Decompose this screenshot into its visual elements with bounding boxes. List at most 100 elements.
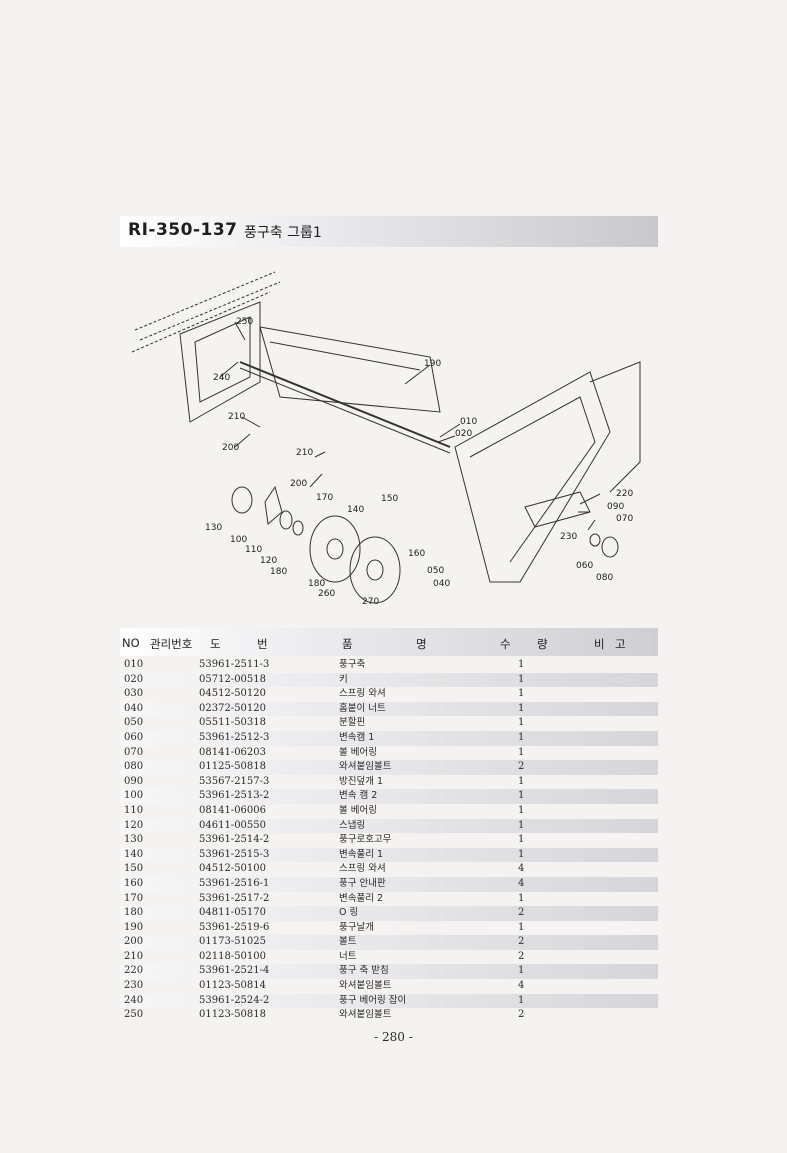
- diagram-callouts: 250 240 190 210 200 210 200 010 020 130 …: [205, 317, 633, 607]
- part-qty: 2: [518, 761, 525, 773]
- callout-label: 160: [408, 549, 425, 559]
- part-ref-no: 030: [124, 688, 144, 700]
- part-number: 04811-05170: [199, 907, 267, 919]
- part-name: 풍구날개: [339, 921, 374, 933]
- part-ref-no: 250: [124, 1009, 144, 1021]
- part-name: 와셔붙임볼트: [339, 761, 392, 773]
- part-ref-no: 080: [124, 761, 144, 773]
- part-name: 변속풀리 1: [339, 848, 384, 860]
- part-name: 변속캠 1: [339, 731, 375, 743]
- part-number: 01125-50818: [199, 761, 267, 773]
- part-name: 분할핀: [339, 717, 366, 729]
- part-number: 53961-2515-3: [199, 848, 270, 860]
- part-number: 53961-2524-2: [199, 994, 270, 1006]
- part-number: 53961-2511-3: [199, 659, 270, 670]
- col-mgmt: 관리번호: [150, 637, 193, 651]
- part-qty: 1: [518, 994, 525, 1006]
- section-code: RI-350-137: [128, 220, 238, 240]
- part-name: 방진덮개 1: [339, 775, 384, 787]
- callout-label: 220: [616, 489, 633, 499]
- part-number: 01123-50814: [199, 980, 267, 992]
- part-qty: 1: [518, 819, 525, 831]
- part-ref-no: 110: [124, 804, 144, 816]
- parts-table-header: NO 관리번호 도 번 품 명 수 량 비 고: [120, 628, 658, 656]
- callout-label: 200: [222, 443, 239, 453]
- callout-label: 140: [347, 505, 364, 515]
- callout-label: 240: [213, 373, 230, 383]
- part-name: 볼 베어링: [339, 746, 377, 758]
- part-number: 53567-2157-3: [199, 775, 270, 787]
- part-qty: 1: [518, 848, 525, 860]
- part-qty: 2: [518, 1009, 525, 1021]
- part-ref-no: 050: [124, 717, 144, 729]
- part-qty: 2: [518, 950, 525, 962]
- part-name: 스프링 와셔: [339, 863, 386, 875]
- part-ref-no: 210: [124, 950, 144, 962]
- part-name: 스냅링: [339, 819, 366, 831]
- part-ref-no: 020: [124, 673, 144, 685]
- col-drawing-2: 번: [257, 637, 268, 651]
- table-row: 080 01125-50818 와셔붙임볼트 2: [120, 760, 658, 775]
- col-name-2: 명: [416, 637, 427, 651]
- exploded-parts-diagram: 250 240 190 210 200 210 200 010 020 130 …: [131, 271, 641, 607]
- callout-label: 190: [424, 359, 441, 369]
- part-name: 와셔붙임볼트: [339, 1009, 392, 1021]
- part-qty: 1: [518, 673, 525, 685]
- part-ref-no: 120: [124, 819, 144, 831]
- part-qty: 4: [518, 863, 525, 875]
- part-ref-no: 230: [124, 980, 144, 992]
- callout-label: 270: [362, 597, 379, 607]
- part-name: 볼트: [339, 936, 357, 948]
- callout-label: 200: [290, 479, 307, 489]
- part-qty: 1: [518, 746, 525, 758]
- part-qty: 1: [518, 659, 525, 670]
- callout-label: 050: [427, 566, 444, 576]
- part-number: 08141-06203: [199, 746, 267, 758]
- part-ref-no: 060: [124, 731, 144, 743]
- callout-label: 130: [205, 523, 222, 533]
- part-number: 02118-50100: [199, 950, 267, 962]
- section-name: 풍구축 그룹1: [244, 225, 322, 241]
- part-ref-no: 160: [124, 877, 144, 889]
- part-qty: 1: [518, 731, 525, 743]
- callout-label: 260: [318, 589, 335, 599]
- col-qty-2: 량: [537, 637, 548, 651]
- part-name: 스프링 와셔: [339, 688, 386, 700]
- col-qty-1: 수: [500, 637, 511, 651]
- part-name: 와셔붙임볼트: [339, 980, 392, 992]
- part-qty: 1: [518, 717, 525, 729]
- part-number: 04611-00550: [199, 819, 267, 831]
- table-row: 120 04611-00550 스냅링 1: [120, 818, 658, 834]
- part-ref-no: 170: [124, 892, 144, 904]
- part-ref-no: 180: [124, 907, 144, 919]
- part-number: 04512-50120: [199, 688, 267, 700]
- part-ref-no: 130: [124, 834, 144, 846]
- part-ref-no: 150: [124, 863, 144, 875]
- part-name: 풍구로호고무: [339, 834, 392, 846]
- part-name: 홈붙이 너트: [339, 702, 386, 714]
- part-qty: 1: [518, 921, 525, 933]
- callout-label: 110: [245, 545, 262, 555]
- callout-label: 040: [433, 579, 450, 589]
- callout-label: 070: [616, 514, 633, 524]
- col-remark-2: 고: [615, 637, 626, 651]
- callout-label: 020: [455, 429, 472, 439]
- part-number: 53961-2514-2: [199, 834, 270, 846]
- part-ref-no: 240: [124, 994, 144, 1006]
- part-number: 05712-00518: [199, 673, 267, 685]
- part-name: O 링: [339, 907, 359, 919]
